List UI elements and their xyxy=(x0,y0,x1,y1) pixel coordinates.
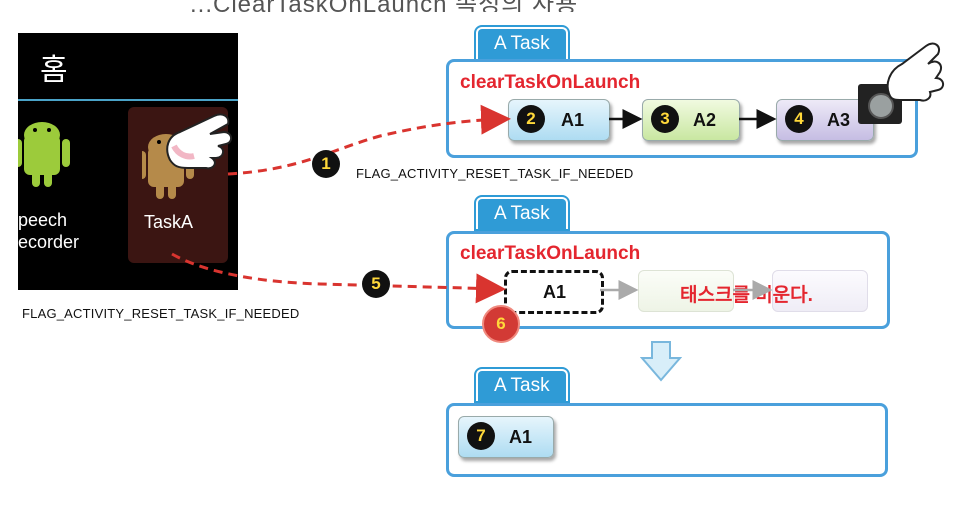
step-badge-6: 6 xyxy=(482,305,520,343)
activity-a1: 2 A1 xyxy=(508,99,610,141)
activity-a3-faded xyxy=(772,270,868,312)
activity-a2-faded xyxy=(638,270,734,312)
app-label-speech-recorder[interactable]: peech ecorder xyxy=(18,210,80,252)
step-badge-4: 4 xyxy=(785,105,813,133)
step-badge-2: 2 xyxy=(517,105,545,133)
activity-a1-cleared-label: A1 xyxy=(543,282,567,302)
relaunch-arrow xyxy=(171,252,506,304)
activity-a1-final-label: A1 xyxy=(509,427,533,447)
step-badge-1: 1 xyxy=(312,150,340,178)
activity-a1-cleared: A1 xyxy=(504,270,604,314)
activity-a3: 4 A3 xyxy=(776,99,874,141)
activity-a1-label: A1 xyxy=(561,110,585,130)
step-badge-3: 3 xyxy=(651,105,679,133)
activity-a2-label: A2 xyxy=(693,110,717,130)
activity-a1-final: 7 A1 xyxy=(458,416,554,458)
home-title: 홈 xyxy=(40,53,68,88)
clear-task-on-launch-label-2: clearTaskOnLaunch xyxy=(460,243,641,264)
home-divider xyxy=(18,99,238,101)
step-badge-5: 5 xyxy=(362,270,390,298)
task-a-tab-1: A Task xyxy=(476,27,568,59)
app-label-taska: TaskA xyxy=(144,212,194,232)
launch-arrow xyxy=(227,104,511,176)
clear-task-on-launch-label-1: clearTaskOnLaunch xyxy=(460,72,641,93)
activity-a3-label: A3 xyxy=(827,110,851,130)
page-heading-text: ...ClearTaskOnLaunch 속성의 사용 xyxy=(190,0,578,12)
down-arrow-icon xyxy=(640,341,682,382)
android-icon[interactable] xyxy=(18,113,78,193)
tap-hand-icon-back xyxy=(886,42,944,102)
task-a-tab-2: A Task xyxy=(476,197,568,229)
activity-a2: 3 A2 xyxy=(642,99,740,141)
tap-hand-icon xyxy=(166,113,232,170)
flag-label-2: FLAG_ACTIVITY_RESET_TASK_IF_NEEDED xyxy=(22,306,300,321)
back-key[interactable] xyxy=(858,84,902,124)
task-a-tab-3: A Task xyxy=(476,369,568,401)
flag-label-1: FLAG_ACTIVITY_RESET_TASK_IF_NEEDED xyxy=(356,166,634,181)
empty-task-note: 태스크를 비운다. xyxy=(680,285,813,306)
page-heading-fragment: ...ClearTaskOnLaunch 속성의 사용 xyxy=(0,0,968,12)
step-badge-7: 7 xyxy=(467,422,495,450)
